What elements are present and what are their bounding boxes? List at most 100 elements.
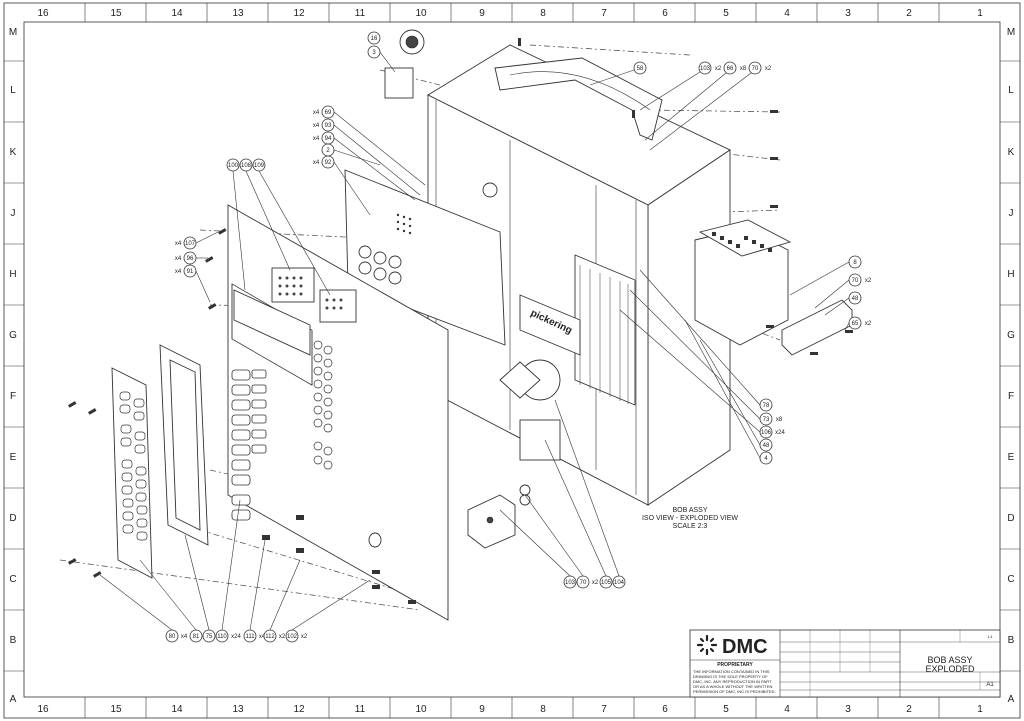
col-label: 4 xyxy=(784,704,790,715)
col-label: 4 xyxy=(784,8,790,19)
drawing-title-line1: BOB ASSY xyxy=(927,655,972,665)
bottom-bracket xyxy=(467,484,531,549)
balloon-label: 103 xyxy=(700,66,711,72)
balloon-label: 105 xyxy=(601,580,612,586)
col-label: 16 xyxy=(37,704,49,715)
col-label: 13 xyxy=(232,704,244,715)
handle xyxy=(494,57,663,141)
balloon-label: 112 xyxy=(265,634,275,640)
d-sub-connector xyxy=(233,267,357,356)
row-label: D xyxy=(1007,513,1014,524)
balloon-107: 107 xyxy=(183,236,197,250)
balloon-label: 93 xyxy=(325,123,332,129)
balloon-106: 106 xyxy=(759,425,773,439)
balloon-label: 69 xyxy=(325,110,332,116)
balloon-105: 105 xyxy=(599,575,613,589)
balloon-label: 100 xyxy=(228,163,239,169)
balloon-58: 58 xyxy=(633,61,647,75)
col-label: 3 xyxy=(845,8,851,19)
balloon-48: 48 xyxy=(848,291,862,305)
col-label: 15 xyxy=(110,704,122,715)
balloon-111: 111 xyxy=(243,629,257,643)
balloon-label: 75 xyxy=(206,634,213,640)
balloon-label: 102 xyxy=(287,634,298,640)
row-label: C xyxy=(9,574,16,585)
col-label: 10 xyxy=(415,8,427,19)
view-note-line3: SCALE 2:3 xyxy=(673,523,708,530)
bezel-frame xyxy=(159,344,209,546)
balloon-label: 70 xyxy=(852,278,859,284)
row-label: A xyxy=(10,694,17,705)
balloon-label: 4 xyxy=(764,456,768,462)
balloons: 16 3 58 103 x2 66 x8 70 x2 69 x4 93 x4 9… xyxy=(99,31,872,643)
balloon-93: 93 xyxy=(321,118,335,132)
balloon-103: 103 xyxy=(698,61,712,75)
balloon-label: 96 xyxy=(187,256,194,262)
balloon-qty: x4 xyxy=(175,269,182,275)
balloon-label: 107 xyxy=(185,241,196,247)
proprietary-text: THE INFORMATION CONTAINED IN THIS DRAWIN… xyxy=(693,669,776,694)
balloon-73: 73 xyxy=(759,412,773,426)
pickering-module: pickering xyxy=(519,254,636,406)
balloon-qty: x8 xyxy=(740,66,747,72)
balloon-qty: x24 xyxy=(775,430,785,436)
balloon-label: 8 xyxy=(853,260,857,266)
balloon-label: 94 xyxy=(325,136,332,142)
balloon-70b: 70 xyxy=(576,575,590,589)
balloon-label: 48 xyxy=(852,296,859,302)
balloon-48b: 48 xyxy=(759,438,773,452)
balloon-label: 2 xyxy=(326,148,330,154)
col-label: 3 xyxy=(845,704,851,715)
row-label: G xyxy=(1007,330,1015,341)
col-label: 12 xyxy=(293,8,305,19)
inner-subpanel xyxy=(344,169,506,346)
front-panel xyxy=(227,204,449,621)
balloon-label: 16 xyxy=(371,36,378,42)
proprietary-line: PERMISSION OF DMC, INC IS PROHIBITED. xyxy=(693,689,776,694)
proprietary-line: THE INFORMATION CONTAINED IN THIS xyxy=(693,669,770,674)
row-label: M xyxy=(9,27,17,38)
row-label: L xyxy=(10,85,16,96)
top-connector xyxy=(384,29,425,99)
balloon-65: 65 xyxy=(848,316,862,330)
col-label: 8 xyxy=(540,704,546,715)
balloon-label: 73 xyxy=(763,417,770,423)
proprietary-line: DMC, INC. ANY REPRODUCTION IN PART xyxy=(693,679,772,684)
col-label: 2 xyxy=(906,704,912,715)
balloon-qty: x2 xyxy=(279,634,286,640)
balloon-66: 66 xyxy=(723,61,737,75)
balloon-qty: x2 xyxy=(301,634,308,640)
balloon-qty: x4 xyxy=(175,256,182,262)
balloon-80: 80 xyxy=(165,629,179,643)
balloon-qty: x2 xyxy=(715,66,722,72)
balloon-94: 94 xyxy=(321,131,335,145)
balloon-qty: x4 xyxy=(175,241,182,247)
row-label: L xyxy=(1008,85,1014,96)
balloon-qty: x4 xyxy=(181,634,188,640)
row-label: B xyxy=(1008,635,1015,646)
col-label: 8 xyxy=(540,8,546,19)
balloon-qty: x2 xyxy=(592,580,599,586)
view-note-line1: BOB ASSY xyxy=(672,507,707,514)
proprietary-line: OR AS A WHOLE WITHOUT THE WRITTEN xyxy=(693,684,773,689)
row-label: C xyxy=(1007,574,1014,585)
balloon-2: 2 xyxy=(321,143,335,157)
balloon-qty: x4 xyxy=(313,110,320,116)
balloon-label: 81 xyxy=(193,634,200,640)
balloon-label: 110 xyxy=(217,634,227,640)
dmc-logo-text: DMC xyxy=(722,636,768,658)
view-note-line2: ISO VIEW - EXPLODED VIEW xyxy=(642,515,738,522)
balloon-label: 109 xyxy=(254,163,265,169)
balloon-112: 112 xyxy=(263,629,277,643)
balloon-70: 70 xyxy=(748,61,762,75)
row-label: J xyxy=(11,208,16,219)
row-label: F xyxy=(1008,391,1014,402)
balloon-100: 100 xyxy=(226,158,240,172)
row-label: F xyxy=(10,391,16,402)
row-label: H xyxy=(9,269,16,280)
row-label: H xyxy=(1007,269,1014,280)
drawing-size: A1 xyxy=(986,682,994,688)
balloon-label: 92 xyxy=(325,160,332,166)
balloon-102: 102 xyxy=(285,629,299,643)
balloon-qty: x2 xyxy=(865,321,872,327)
